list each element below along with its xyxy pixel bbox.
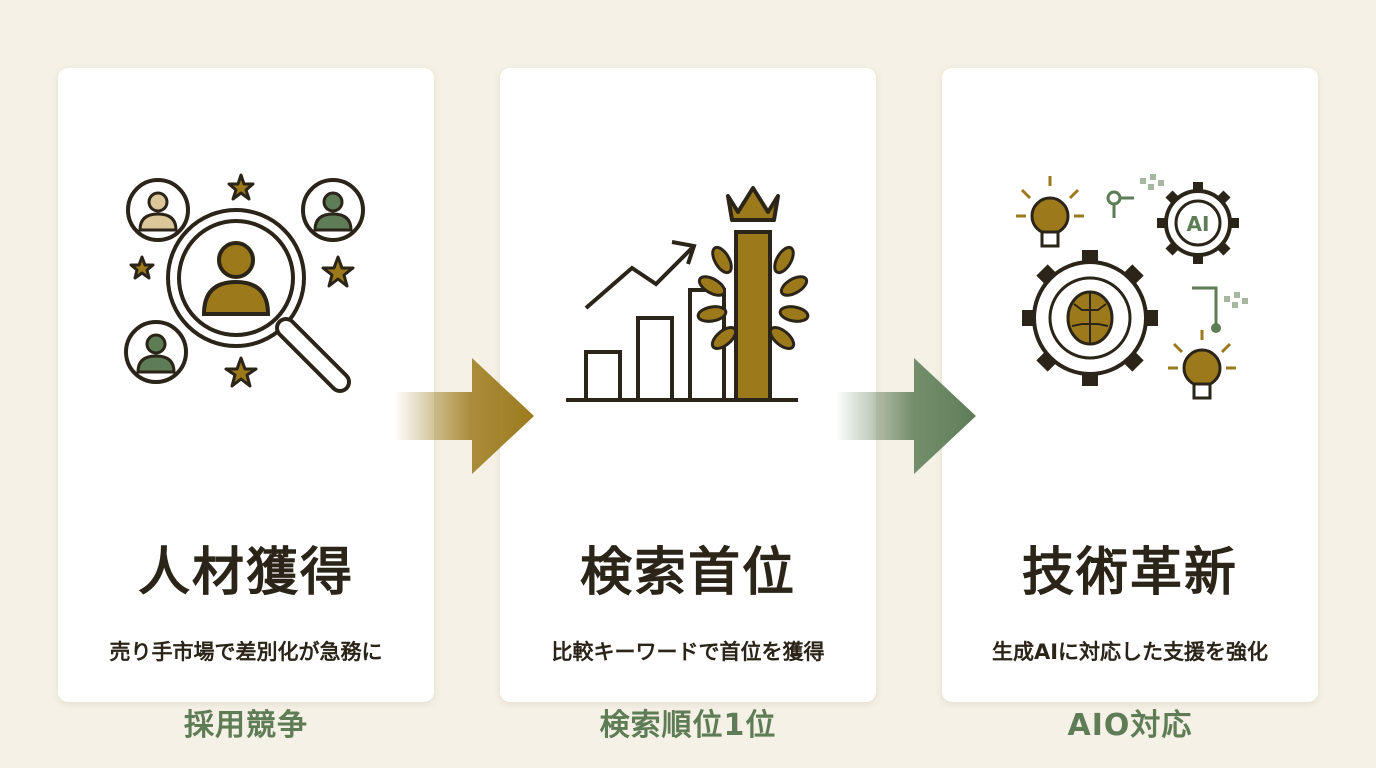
card-tag: 検索順位1位 [599,708,777,743]
arrow-right-icon [836,358,976,474]
arrow-right-icon [394,358,534,474]
gear-ai-label: AI [1187,212,1210,236]
magnifier-people-stars-icon [124,173,365,393]
card-tag: AIO対応 [1067,708,1193,743]
card-description: 比較キーワードで首位を獲得 [551,640,825,664]
card-description: 売り手市場で差別化が急務に [109,640,383,664]
card-tag: 採用競争 [184,708,308,743]
card-title: 人材獲得 [137,542,354,603]
card-innovation: AI 技術革新 生成AIに対応した支援を強化 AIO対応 [942,68,1318,743]
card-talent: 人材獲得 売り手市場で差別化が急務に 採用競争 [58,68,434,743]
chart-crown-laurel-icon [566,186,810,402]
ai-gears-lightbulbs-icon: AI [1016,174,1248,400]
card-description: 生成AIに対応した支援を強化 [991,640,1269,664]
card-title: 技術革新 [1021,542,1238,603]
card-search: 検索首位 比較キーワードで首位を獲得 検索順位1位 [500,68,876,743]
card-title: 検索首位 [579,542,796,603]
